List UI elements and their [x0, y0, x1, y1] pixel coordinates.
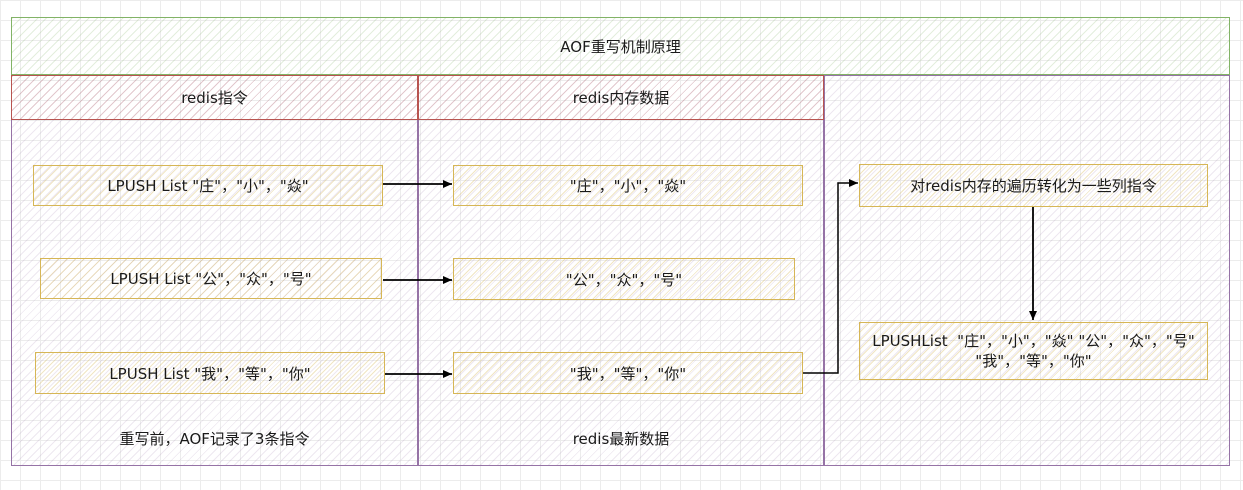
command-box-1: LPUSH List "庄"，"小"，"焱": [33, 165, 383, 206]
memory-footer: redis最新数据: [418, 423, 824, 453]
command-text-2: LPUSH List "公"，"众"，"号": [110, 270, 312, 288]
memory-footer-text: redis最新数据: [572, 429, 670, 448]
memory-header-label: redis内存数据: [572, 89, 670, 107]
rewrite-step-text: 对redis内存的遍历转化为一些列指令: [910, 177, 1157, 195]
command-box-3: LPUSH List "我"，"等"，"你": [35, 352, 385, 394]
commands-header-label: redis指令: [181, 89, 248, 107]
command-box-2: LPUSH List "公"，"众"，"号": [40, 258, 382, 299]
rewrite-column: [824, 75, 1230, 466]
command-text-1: LPUSH List "庄"，"小"，"焱": [107, 177, 309, 195]
memory-box-3: "我"，"等"，"你": [453, 352, 803, 394]
commands-footer-text: 重写前，AOF记录了3条指令: [119, 429, 310, 448]
arrow-memory-to-rewrite-step: [803, 179, 858, 374]
rewritten-command-line-2: "我"，"等"，"你": [975, 352, 1092, 370]
memory-box-1: "庄"，"小"，"焱": [453, 165, 803, 206]
rewrite-step-box: 对redis内存的遍历转化为一些列指令: [859, 164, 1208, 207]
rewritten-command-line-1: LPUSHList "庄"，"小"，"焱" "公"，"众"，"号": [872, 332, 1195, 350]
command-text-3: LPUSH List "我"，"等"，"你": [109, 364, 311, 383]
commands-column-header: redis指令: [11, 75, 418, 120]
diagram-title: AOF重写机制原理: [560, 37, 681, 56]
memory-box-2: "公"，"众"，"号": [453, 258, 795, 300]
memory-text-1: "庄"，"小"，"焱": [569, 177, 687, 195]
rewritten-command-box: LPUSHList "庄"，"小"，"焱" "公"，"众"，"号" "我"，"等…: [859, 322, 1208, 380]
commands-footer: 重写前，AOF记录了3条指令: [11, 423, 418, 453]
commands-column: [11, 75, 418, 466]
memory-column-header: redis内存数据: [418, 75, 824, 120]
memory-column: [418, 75, 824, 466]
memory-text-3: "我"，"等"，"你": [569, 364, 687, 383]
diagram-title-box: AOF重写机制原理: [11, 17, 1230, 75]
memory-text-2: "公"，"众"，"号": [565, 270, 683, 289]
